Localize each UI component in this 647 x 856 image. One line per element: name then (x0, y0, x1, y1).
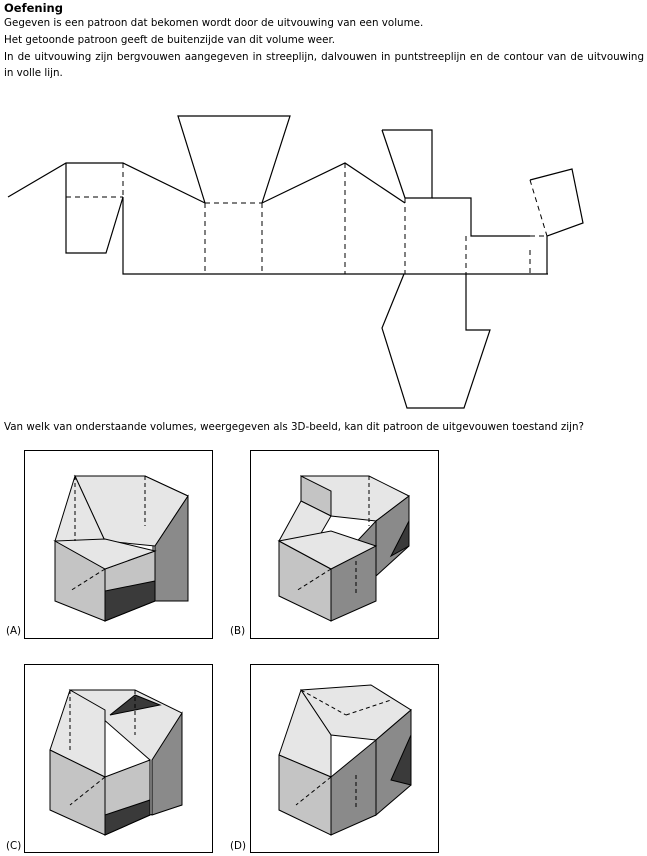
volume-b-drawing (277, 475, 410, 622)
option-b-label[interactable]: (B) (230, 625, 246, 637)
exercise-line-1: Gegeven is een patroon dat bekomen wordt… (4, 17, 424, 29)
volume-c-drawing (49, 689, 183, 836)
volume-a-drawing (53, 474, 189, 622)
option-d-label[interactable]: (D) (230, 840, 246, 852)
mountain-folds (65, 163, 548, 274)
exercise-line-2: Het getoonde patroon geeft de buitenzijd… (4, 34, 336, 46)
option-b-figure[interactable] (250, 450, 439, 639)
net-pattern (7, 115, 584, 409)
net-outline (7, 115, 584, 409)
exercise-title: Oefening (4, 1, 63, 15)
volume-d-drawing (278, 684, 412, 836)
question-text: Van welk van onderstaande volumes, weerg… (4, 421, 584, 433)
option-d-figure[interactable] (250, 664, 439, 853)
option-a-figure[interactable] (24, 450, 213, 639)
option-c-figure[interactable] (24, 664, 213, 853)
option-c-label[interactable]: (C) (6, 840, 22, 852)
option-a-label[interactable]: (A) (6, 625, 22, 637)
exercise-line-3: In de uitvouwing zijn bergvouwen aangege… (4, 51, 644, 79)
